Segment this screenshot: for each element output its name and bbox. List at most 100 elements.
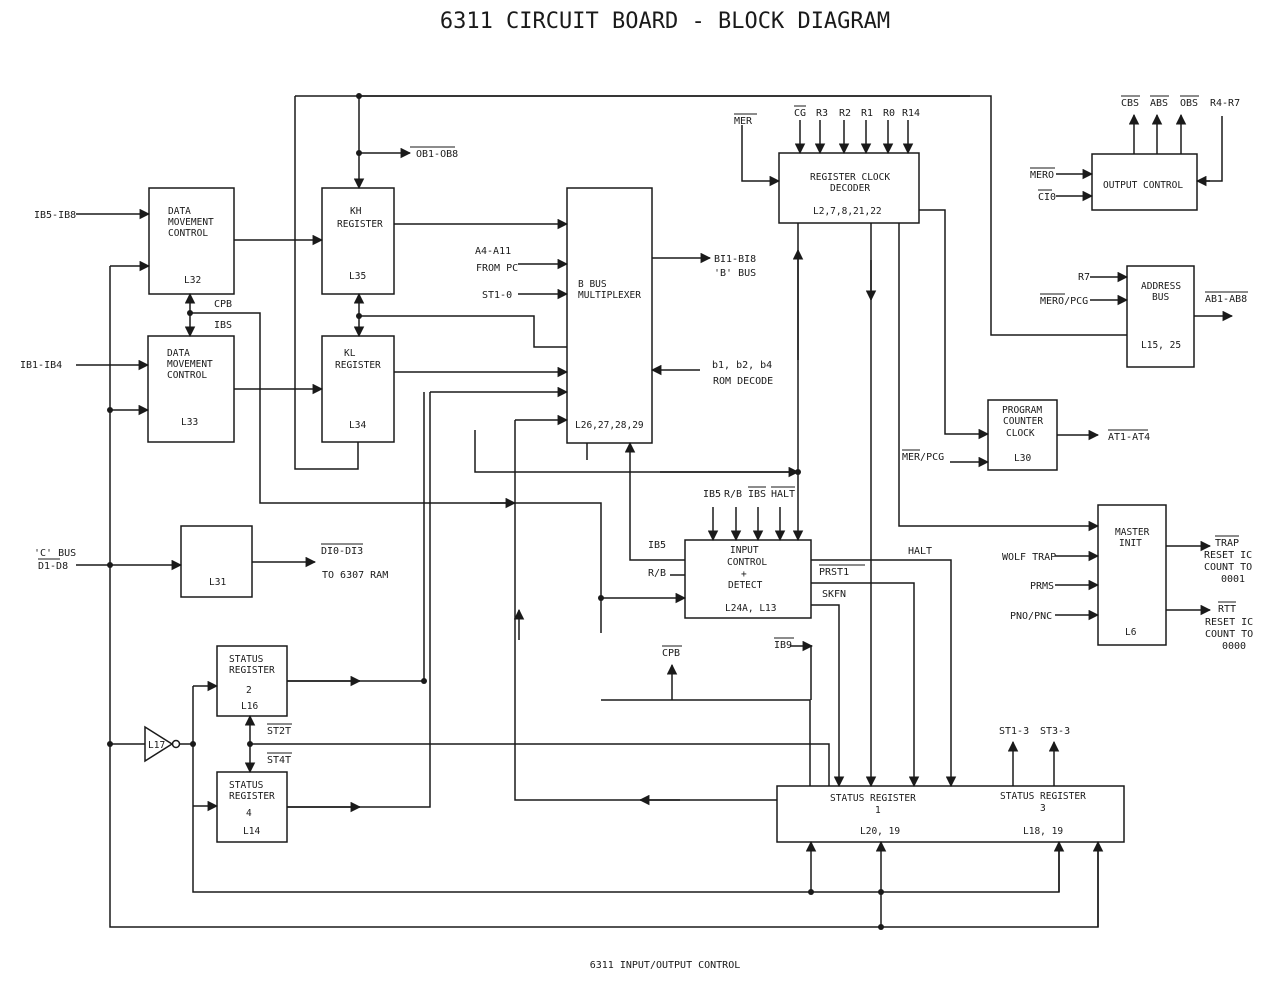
dmc-top-label-2: MOVEMENT bbox=[168, 217, 214, 228]
dmc-top-id: L32 bbox=[184, 275, 201, 286]
addr-bus-label-2: BUS bbox=[1152, 292, 1169, 303]
l31-id: L31 bbox=[209, 577, 226, 588]
label-rb-side: R/B bbox=[648, 568, 666, 579]
label-st2t: ST2T bbox=[267, 726, 291, 737]
label-ci0: CI0 bbox=[1038, 192, 1056, 203]
master-label-1: MASTER bbox=[1115, 527, 1150, 538]
addr-bus-id: L15, 25 bbox=[1141, 340, 1181, 351]
kl-id: L34 bbox=[349, 420, 366, 431]
label-st1-3: ST1-3 bbox=[999, 726, 1029, 737]
label-c-bus: 'C' BUS bbox=[34, 548, 76, 559]
sr2-label-1: STATUS bbox=[229, 654, 264, 665]
label-r2: R2 bbox=[839, 108, 851, 119]
icd-label-1: INPUT bbox=[730, 545, 759, 556]
label-ib5-top: IB5 bbox=[703, 489, 721, 500]
dmc-top-label-3: CONTROL bbox=[168, 228, 208, 239]
label-obs: OBS bbox=[1180, 98, 1198, 109]
label-ab1-ab8: AB1-AB8 bbox=[1205, 294, 1247, 305]
rcd-id: L2,7,8,21,22 bbox=[813, 206, 882, 217]
label-at1-at4: AT1-AT4 bbox=[1108, 432, 1150, 443]
b-bus-multiplexer-block bbox=[566, 187, 653, 444]
icd-id: L24A, L13 bbox=[725, 603, 776, 614]
label-ib5-ib8: IB5-IB8 bbox=[34, 210, 76, 221]
label-count-to-1: COUNT TO bbox=[1204, 562, 1252, 573]
label-reset-ic-1: RESET IC bbox=[1204, 550, 1252, 561]
label-mero: MERO bbox=[1030, 170, 1054, 181]
label-count-to-2: COUNT TO bbox=[1205, 629, 1253, 640]
addr-bus-label-1: ADDRESS bbox=[1141, 281, 1181, 292]
wires bbox=[76, 93, 1234, 930]
label-abs: ABS bbox=[1150, 98, 1168, 109]
kh-label-1: KH bbox=[350, 206, 362, 217]
sr1-label-2: 1 bbox=[875, 805, 881, 816]
label-st4t: ST4T bbox=[267, 755, 291, 766]
label-bi1-bi8: BI1-BI8 bbox=[714, 254, 756, 265]
data-movement-control-l32-block bbox=[148, 187, 235, 295]
label-pno-pnc: PNO/PNC bbox=[1010, 611, 1052, 622]
label-st3-3: ST3-3 bbox=[1040, 726, 1070, 737]
kl-register-block bbox=[321, 335, 395, 443]
sr4-label-1: STATUS bbox=[229, 780, 264, 791]
sr1-id: L20, 19 bbox=[860, 826, 900, 837]
sr2-label-3: 2 bbox=[246, 685, 252, 696]
bbus-label-1: B BUS bbox=[578, 279, 607, 290]
label-halt-right: HALT bbox=[908, 546, 932, 557]
label-cg: CG bbox=[794, 108, 806, 119]
dmc-bot-label-3: CONTROL bbox=[167, 370, 207, 381]
label-prst1: PRST1 bbox=[819, 567, 849, 578]
sr4-label-2: REGISTER bbox=[229, 791, 275, 802]
label-ib1-ib4: IB1-IB4 bbox=[20, 360, 62, 371]
label-ib9: IB9 bbox=[774, 640, 792, 651]
label-mero-pcg: MERO/PCG bbox=[1040, 296, 1088, 307]
master-label-2: INIT bbox=[1119, 538, 1142, 549]
label-r0: R0 bbox=[883, 108, 895, 119]
label-cpb-lower: CPB bbox=[662, 648, 680, 659]
data-movement-control-l33-block bbox=[147, 335, 235, 443]
label-skfn: SKFN bbox=[822, 589, 846, 600]
bbus-label-2: MULTIPLEXER bbox=[578, 290, 641, 301]
label-to-6307-ram: TO 6307 RAM bbox=[322, 570, 388, 581]
pcc-id: L30 bbox=[1014, 453, 1031, 464]
label-b-bus: 'B' BUS bbox=[714, 268, 756, 279]
sr3-id: L18, 19 bbox=[1023, 826, 1063, 837]
sr4-label-3: 4 bbox=[246, 808, 252, 819]
label-reset-ic-2: RESET IC bbox=[1205, 617, 1253, 628]
pcc-label-3: CLOCK bbox=[1006, 428, 1035, 439]
diagram-caption: 6311 INPUT/OUTPUT CONTROL bbox=[590, 960, 741, 971]
dmc-bot-label-2: MOVEMENT bbox=[167, 359, 213, 370]
kh-label-2: REGISTER bbox=[337, 219, 383, 230]
label-cpb: CPB bbox=[214, 299, 232, 310]
label-0001: 0001 bbox=[1221, 574, 1245, 585]
icd-label-3: + bbox=[741, 569, 747, 580]
label-ob1-ob8: OB1-OB8 bbox=[416, 149, 458, 160]
label-b124: b1, b2, b4 bbox=[712, 360, 772, 371]
label-st1-0: ST1-0 bbox=[482, 290, 512, 301]
kh-id: L35 bbox=[349, 271, 366, 282]
label-r4-r7: R4-R7 bbox=[1210, 98, 1240, 109]
rcd-label-1: REGISTER CLOCK bbox=[810, 172, 890, 183]
label-rom-decode: ROM DECODE bbox=[713, 376, 773, 387]
master-id: L6 bbox=[1125, 627, 1137, 638]
dmc-top-label-1: DATA bbox=[168, 206, 191, 217]
sr4-id: L14 bbox=[243, 826, 260, 837]
label-a4-a11: A4-A11 bbox=[475, 246, 511, 257]
label-rb-top: R/B bbox=[724, 489, 742, 500]
sr1-label-1: STATUS REGISTER bbox=[830, 793, 916, 804]
kl-label-2: REGISTER bbox=[335, 360, 381, 371]
label-di0-di3: DI0-DI3 bbox=[321, 546, 363, 557]
inverter-bubble-icon bbox=[171, 739, 181, 749]
label-r14: R14 bbox=[902, 108, 920, 119]
pcc-label-1: PROGRAM bbox=[1002, 405, 1042, 416]
label-d1-d8: D1-D8 bbox=[38, 561, 68, 572]
diagram-title: 6311 CIRCUIT BOARD - BLOCK DIAGRAM bbox=[440, 9, 890, 34]
bbus-id: L26,27,28,29 bbox=[575, 420, 644, 431]
label-prms: PRMS bbox=[1030, 581, 1054, 592]
label-rtt: RTT bbox=[1218, 604, 1236, 615]
register-clock-decoder-block bbox=[778, 152, 920, 224]
status-register-1-3-block bbox=[776, 785, 1125, 843]
label-halt-top: HALT bbox=[771, 489, 795, 500]
label-ibs-top: IBS bbox=[748, 489, 766, 500]
label-wolf-trap: WOLF TRAP bbox=[1002, 552, 1056, 563]
label-r7: R7 bbox=[1078, 272, 1090, 283]
